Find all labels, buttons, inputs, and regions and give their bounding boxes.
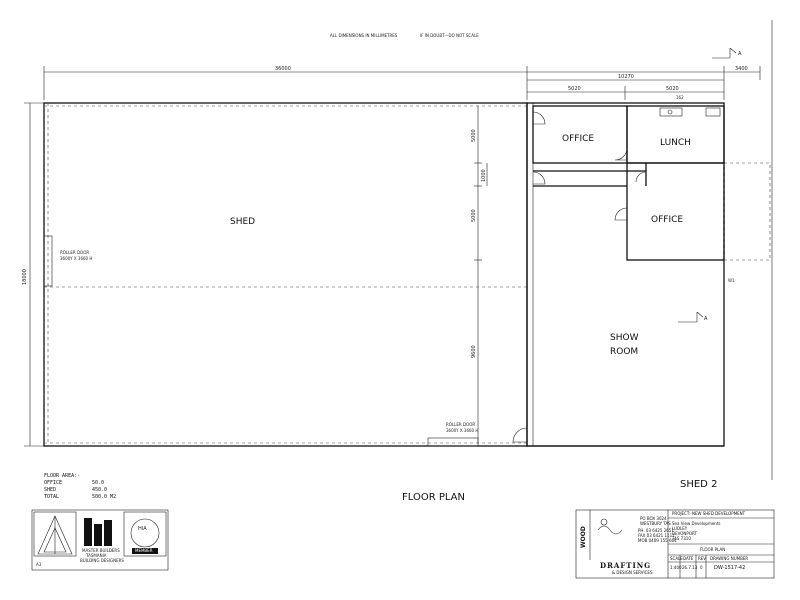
roller-door-left-title: ROLLER DOOR xyxy=(60,250,89,255)
svg-text:BUILDING DESIGNERS: BUILDING DESIGNERS xyxy=(80,558,124,563)
client-line-1: Sea View Developments xyxy=(672,521,721,526)
header-note-dimensions: ALL DIMENSIONS IN MILLIMETRES xyxy=(330,33,398,38)
title-block: WOOD DRAFTING & DESIGN SERVICES PO BOX 3… xyxy=(575,509,775,579)
floor-plan-title: FLOOR PLAN xyxy=(402,492,465,503)
floor-area-value-total: 500.0 M2 xyxy=(92,494,116,500)
company-name: DRAFTING xyxy=(600,561,651,570)
lunch-room xyxy=(626,105,725,164)
address-line-3: PH. 03 6425 2651 xyxy=(638,528,674,533)
company-logo-figure xyxy=(597,525,623,535)
lunch-bench xyxy=(659,107,683,117)
office-mid-room xyxy=(626,162,725,261)
hia-sub: MEMBER xyxy=(135,548,153,553)
val-rev: 0 xyxy=(700,565,703,570)
floor-area-label-shed: SHED xyxy=(44,487,56,493)
roller-door-left-size: 3600Y X 3660 H xyxy=(60,256,92,261)
client-line-3: DEVONPORT xyxy=(672,531,697,536)
hia-text: HIA xyxy=(138,526,147,532)
floor-area-table: FLOOR AREA:- OFFICE 50.0 SHED 450.0 TOTA… xyxy=(44,473,116,500)
col-drawing: DRAWING NUMBER xyxy=(710,556,748,561)
floor-area-label-office: OFFICE xyxy=(44,480,62,486)
sheet-title: FLOOR PLAN xyxy=(700,547,725,552)
sub-right-dimension: 5020 xyxy=(666,86,679,92)
floor-area-label-total: TOTAL xyxy=(44,494,59,500)
vertical-top-dimension: 5000 xyxy=(471,129,477,142)
room-label-lunch: LUNCH xyxy=(660,138,691,148)
address-line-1: PO BOX 3024 xyxy=(640,516,667,521)
svg-text:A: A xyxy=(704,316,708,322)
company-sub: & DESIGN SERVICES xyxy=(612,570,653,575)
right-offset-dimension: 3400 xyxy=(735,66,748,72)
room-label-show: SHOW xyxy=(610,333,639,343)
col-rev: REV xyxy=(698,556,706,561)
header-note-scale: IF IN DOUBT—DO NOT SCALE xyxy=(420,33,479,38)
col-scale: SCALE xyxy=(670,556,683,561)
room-label-shed: SHED xyxy=(230,217,255,227)
logo-panel: A3 MASTER BUILDERS TASMANIA BUILDING DES… xyxy=(31,509,169,571)
overall-width-dimension: 36000 xyxy=(275,66,291,72)
roller-door-bottom-title: ROLLER DOOR xyxy=(446,422,475,427)
svg-text:MASTER BUILDERS: MASTER BUILDERS xyxy=(82,548,120,553)
window-label-w1: W1 xyxy=(728,278,735,283)
val-scale: 1:400 xyxy=(670,565,682,570)
master-builders-tasmania-logo: MASTER BUILDERS TASMANIA BUILDING DESIGN… xyxy=(80,518,124,563)
address-line-4: FAX 03 6421 1111 xyxy=(638,533,675,538)
hia-logo xyxy=(123,511,167,557)
section-marker-top: A xyxy=(712,47,742,59)
project-label: PROJECT:- xyxy=(672,511,692,516)
roller-door-left xyxy=(43,235,53,287)
door-swings xyxy=(512,111,647,443)
shed-2-label: SHED 2 xyxy=(680,479,717,490)
floor-area-title: FLOOR AREA:- xyxy=(44,473,80,479)
address-line-5: MOB 0409 155 664 xyxy=(638,538,677,543)
right-block-dimension: 10270 xyxy=(618,74,634,80)
room-label-office-top: OFFICE xyxy=(562,134,594,144)
val-drawing: DW-1517-42 xyxy=(714,565,745,571)
section-marker-inner: A xyxy=(678,311,708,323)
address-line-2: WESTBURY TAS xyxy=(640,521,671,526)
vertical-mid-dimension: 1000 xyxy=(481,169,487,182)
shed-outline xyxy=(43,102,528,447)
svg-text:TASMANIA: TASMANIA xyxy=(85,553,107,558)
col-date: DATE xyxy=(683,556,694,561)
sheet-size-label: A3 xyxy=(36,562,42,567)
project-value: NEW SHED DEVELOPMENT xyxy=(692,511,746,516)
val-date: 26.7.13 xyxy=(682,565,698,570)
client-line-4: TAS 7310 xyxy=(671,536,691,541)
vertical-bottom-dimension: 9600 xyxy=(471,345,477,358)
room-label-office-mid: OFFICE xyxy=(651,215,683,225)
company-vertical: WOOD xyxy=(580,526,587,548)
client-line-2: LUDLEY xyxy=(672,526,688,531)
roller-door-bottom xyxy=(427,437,479,447)
sub-left-dimension: 5020 xyxy=(568,86,581,92)
room-label-room: ROOM xyxy=(610,347,638,357)
svg-text:A: A xyxy=(738,51,742,57)
small-top-dimension: 162 xyxy=(676,95,684,100)
side-annex xyxy=(723,162,771,261)
vertical-mid2-dimension: 5000 xyxy=(471,209,477,222)
floor-area-value-shed: 450.0 xyxy=(92,487,107,493)
roller-door-bottom-size: 3600Y X 3660 H xyxy=(446,428,478,433)
overall-depth-dimension: 18000 xyxy=(22,269,28,285)
triangle-logo xyxy=(33,511,77,557)
floor-area-value-office: 50.0 xyxy=(92,480,104,486)
